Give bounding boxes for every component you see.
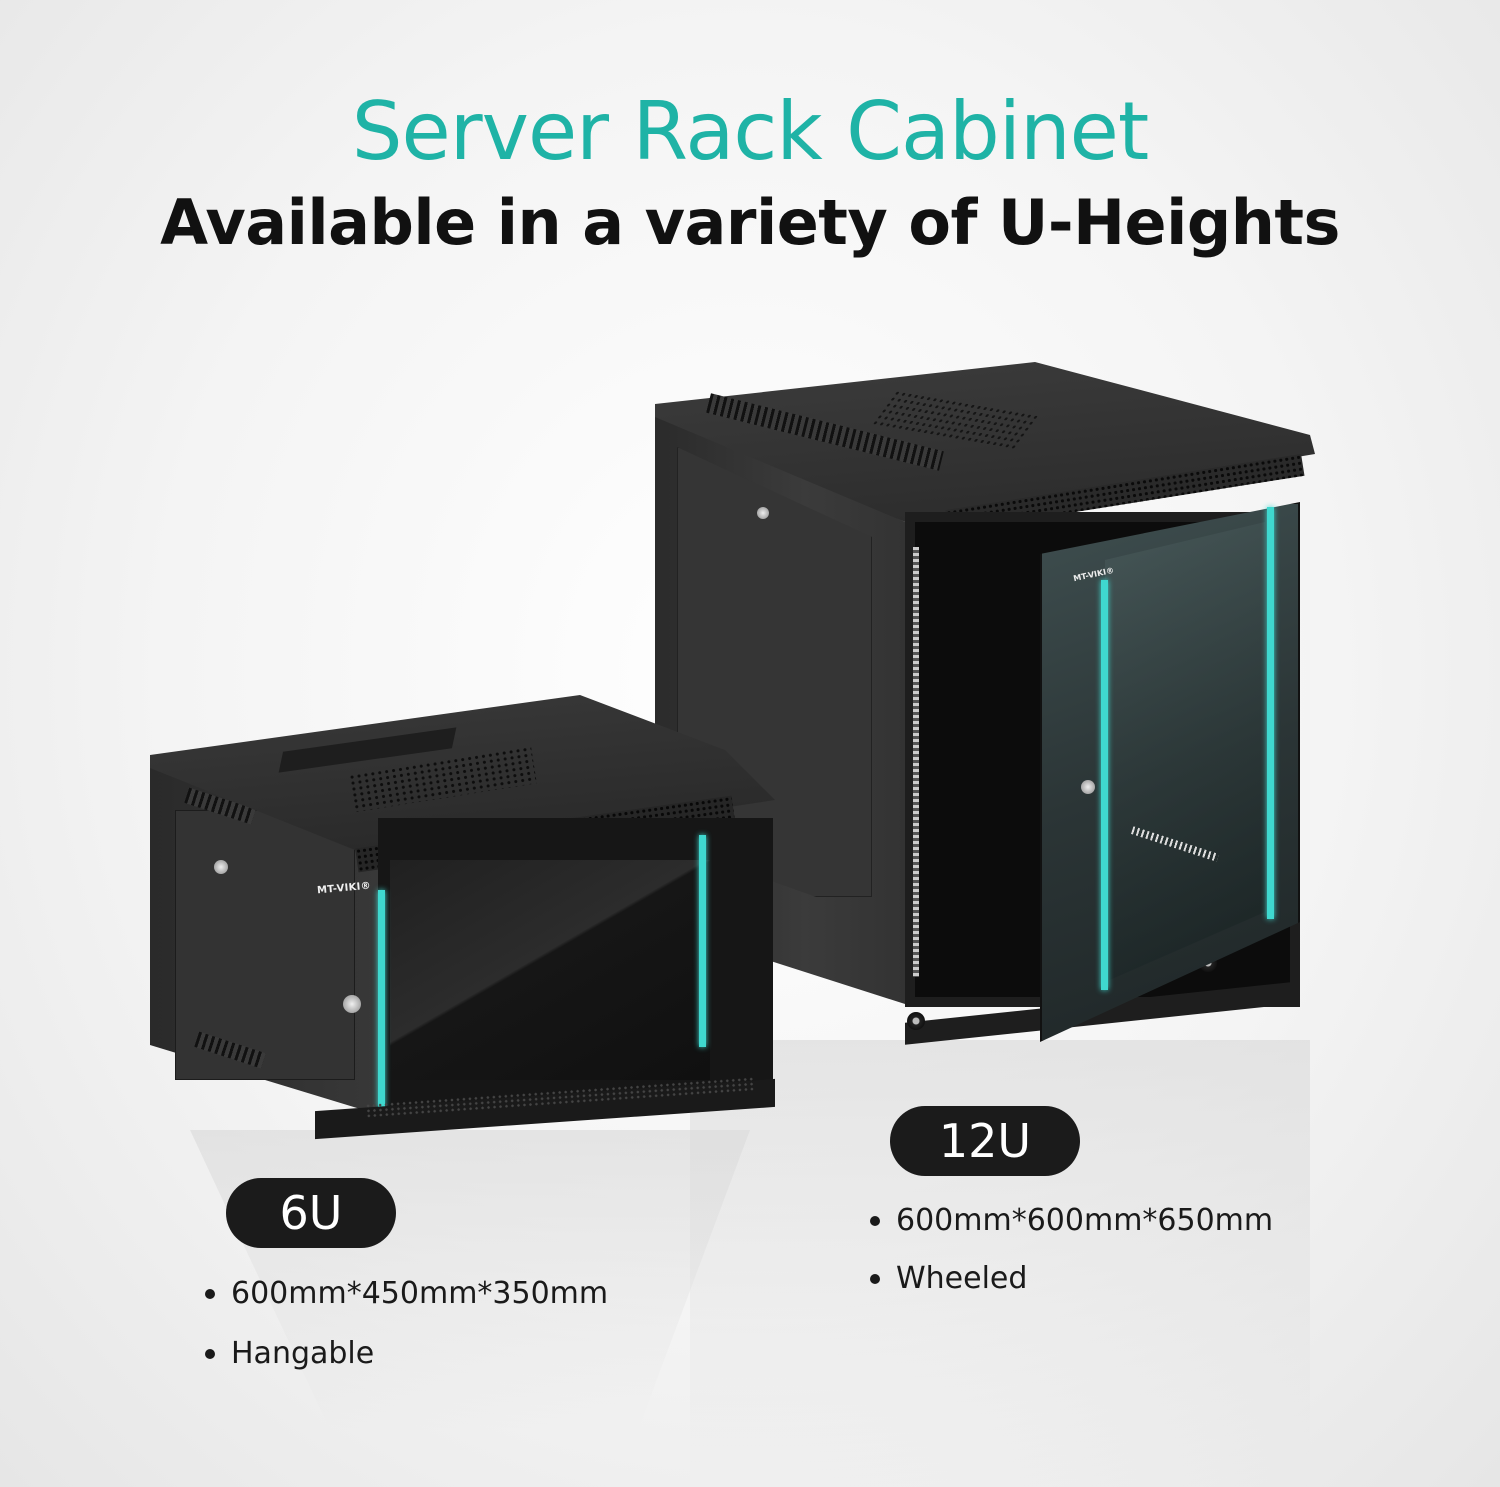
size-badge-6u: 6U	[226, 1178, 396, 1248]
bullet-icon	[205, 1288, 215, 1299]
spec-item: Hangable	[205, 1336, 374, 1371]
side-lock-icon	[757, 507, 769, 519]
door-lock-icon	[343, 995, 361, 1013]
cabinet-6u-image: MT-VIKI®	[150, 690, 775, 1140]
spec-item: 600mm*450mm*350mm	[205, 1276, 608, 1311]
spec-dimensions: 600mm*450mm*350mm	[231, 1276, 609, 1311]
spec-dimensions: 600mm*600mm*650mm	[896, 1203, 1274, 1238]
led-strip	[1101, 579, 1108, 991]
size-badge-12u: 12U	[890, 1106, 1080, 1176]
spec-item: 600mm*600mm*650mm	[870, 1203, 1273, 1238]
caster-wheel-icon	[907, 1012, 925, 1030]
page-title: Server Rack Cabinet	[351, 85, 1150, 178]
spec-feature: Hangable	[231, 1336, 375, 1371]
spec-item: Wheeled	[870, 1261, 1027, 1296]
bullet-icon	[870, 1215, 880, 1226]
mounting-rail	[913, 547, 919, 977]
led-strip	[378, 890, 385, 1108]
led-strip	[1267, 507, 1274, 919]
spec-feature: Wheeled	[896, 1261, 1028, 1296]
led-strip	[699, 835, 706, 1047]
page-subtitle: Available in a variety of U-Heights	[160, 186, 1340, 259]
side-lock-icon	[214, 860, 228, 874]
bullet-icon	[205, 1348, 215, 1359]
tempered-glass	[390, 860, 710, 1080]
cabinet-12u-image: MT-VIKI®	[655, 362, 1315, 1045]
bullet-icon	[870, 1273, 880, 1284]
door-lock-icon	[1081, 780, 1095, 794]
tempered-glass	[1105, 522, 1265, 982]
